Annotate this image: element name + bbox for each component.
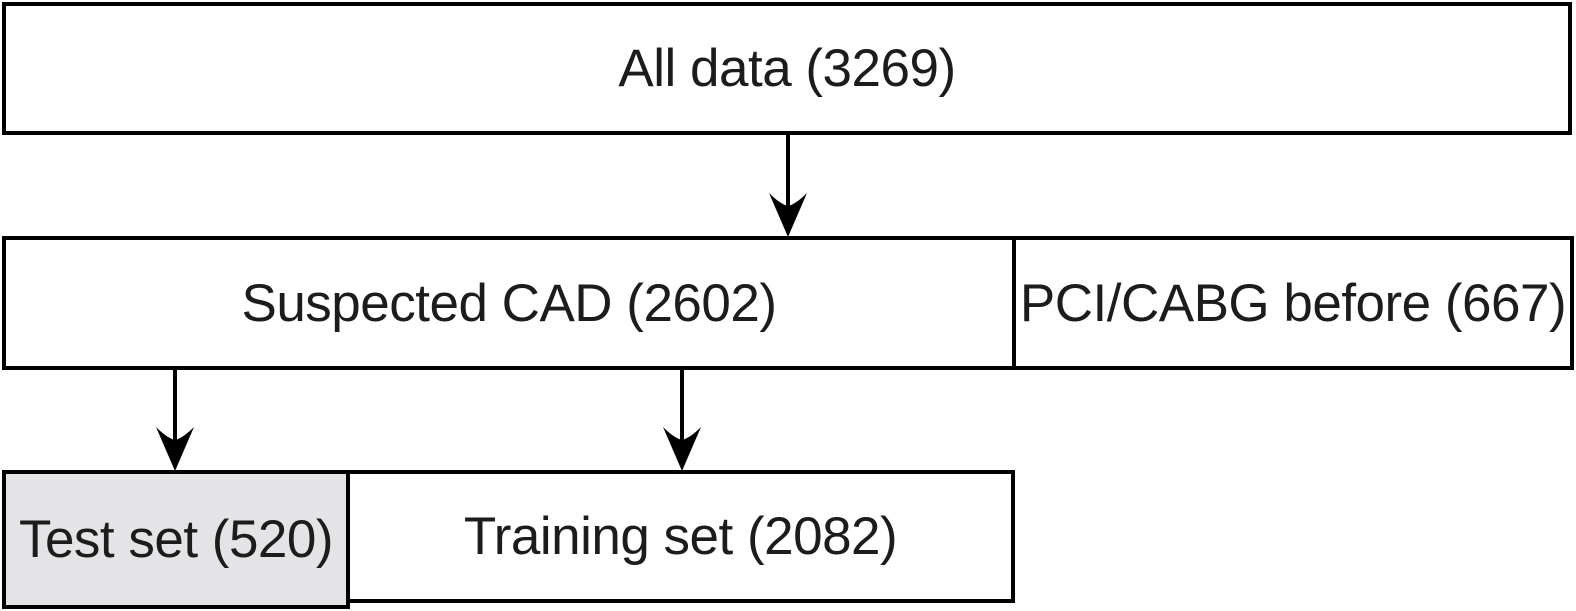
arrow-suspectedcad-to-trainingset [663, 366, 701, 471]
arrow-suspectedcad-to-testset [156, 366, 194, 471]
node-suspected-cad: Suspected CAD (2602) [2, 236, 1016, 370]
node-test-set: Test set (520) [2, 470, 350, 609]
node-test-set-label: Test set (520) [18, 510, 334, 569]
arrow-alldata-to-suspectedcad [769, 131, 807, 237]
node-training-set: Training set (2082) [346, 470, 1015, 603]
arrow-suspectedcad-to-trainingset-head [663, 427, 701, 471]
node-all-data-label: All data (3269) [618, 39, 956, 98]
node-training-set-label: Training set (2082) [463, 507, 898, 566]
arrow-alldata-to-suspectedcad-head [769, 193, 807, 237]
node-pci-cabg-before: PCI/CABG before (667) [1012, 236, 1574, 370]
arrow-suspectedcad-to-testset-head [156, 427, 194, 471]
node-pci-cabg-before-label: PCI/CABG before (667) [1019, 273, 1567, 333]
node-suspected-cad-label: Suspected CAD (2602) [241, 273, 777, 333]
node-all-data: All data (3269) [2, 2, 1572, 135]
